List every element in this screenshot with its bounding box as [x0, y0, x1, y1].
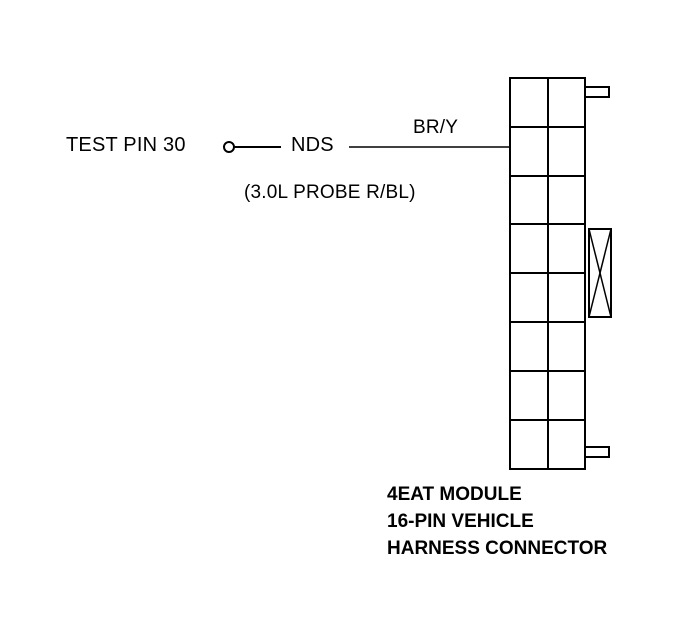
- connector-bottom-tab: [584, 446, 610, 458]
- harness-connector: [509, 77, 612, 470]
- probe-note-label: (3.0L PROBE R/BL): [244, 182, 416, 203]
- wire-color-label: BR/Y: [413, 117, 459, 138]
- connector-caption-line: HARNESS CONNECTOR: [387, 538, 608, 559]
- signal-label: NDS: [291, 134, 334, 156]
- connector-top-tab: [584, 86, 610, 98]
- latch-cross-line: [588, 228, 612, 318]
- connector-caption-line: 4EAT MODULE: [387, 484, 522, 505]
- test-pin-label: TEST PIN 30: [66, 134, 186, 156]
- connector-caption-line: 16-PIN VEHICLE: [387, 511, 534, 532]
- test-pin-terminal: [223, 141, 235, 153]
- connector-caption: 4EAT MODULE 16-PIN VEHICLE HARNESS CONNE…: [387, 481, 607, 562]
